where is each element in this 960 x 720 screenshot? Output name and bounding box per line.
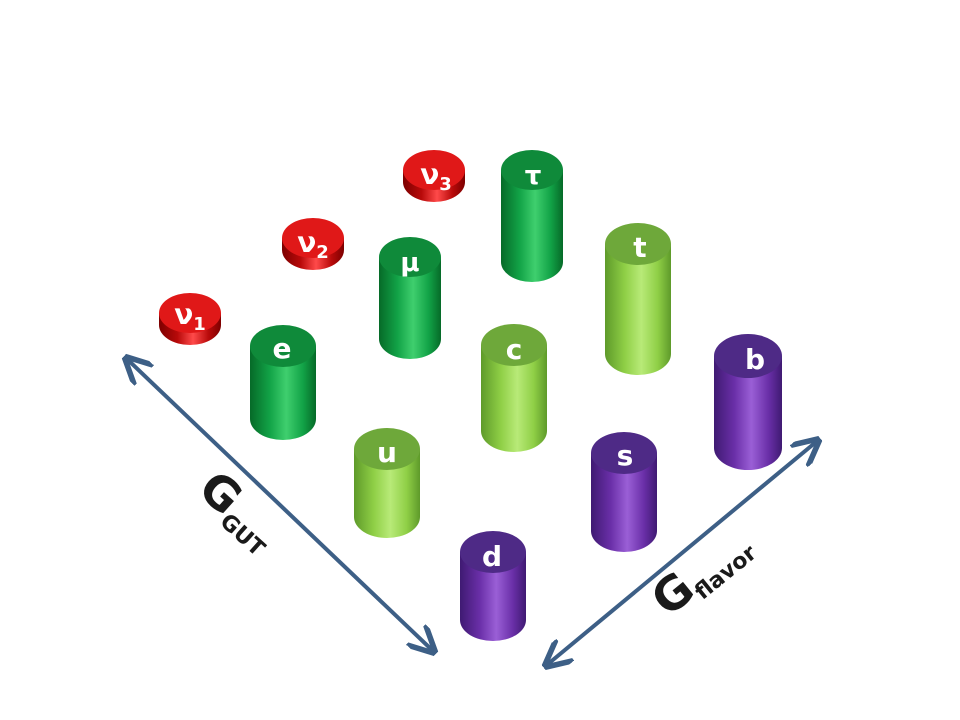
particle-label-d: d <box>482 540 502 573</box>
cylinder-top <box>481 324 547 366</box>
cylinder-side <box>714 356 782 470</box>
particle-label-nu2: ν2 <box>297 226 329 263</box>
cylinder-side <box>250 346 316 440</box>
cylinder-side <box>481 345 547 452</box>
cylinder-top <box>714 334 782 378</box>
particle-label-u: u <box>377 436 397 469</box>
cylinder-b: b <box>714 334 782 470</box>
particle-label-tau: τ <box>525 161 542 191</box>
gut-axis-label: GGUT <box>187 460 291 562</box>
particle-label-b: b <box>745 343 765 376</box>
cylinder-side <box>460 552 526 641</box>
cylinder-tau: τ <box>501 150 563 282</box>
gut-axis-arrow <box>128 360 432 650</box>
cylinder-side <box>605 244 671 375</box>
cylinder-top <box>159 293 221 333</box>
cylinder-top <box>250 325 316 367</box>
cylinder-s: s <box>591 432 657 552</box>
cylinder-top <box>605 223 671 265</box>
cylinder-t: t <box>605 223 671 375</box>
cylinder-u: u <box>354 428 420 538</box>
cylinder-nu2: ν2 <box>282 218 344 270</box>
cylinder-side <box>379 257 441 359</box>
cylinder-top <box>501 150 563 190</box>
cylinder-top <box>591 432 657 474</box>
cylinder-top <box>379 237 441 277</box>
cylinder-side <box>354 449 420 538</box>
cylinder-mu: μ <box>379 237 441 359</box>
cylinder-top <box>460 531 526 573</box>
flavor-axis-arrow <box>548 442 816 664</box>
cylinder-side <box>591 453 657 552</box>
particle-label-nu3: ν3 <box>420 158 452 195</box>
cylinder-top <box>354 428 420 470</box>
cylinder-top <box>282 218 344 258</box>
cylinder-nu3: ν3 <box>403 150 465 202</box>
particle-label-e: e <box>273 332 292 365</box>
particle-label-s: s <box>617 439 634 472</box>
particle-label-t: t <box>633 231 646 264</box>
flavor-axis-label: Gflavor <box>641 516 762 629</box>
particle-label-mu: μ <box>400 248 419 278</box>
particle-label-c: c <box>506 333 523 366</box>
cylinder-top <box>403 150 465 190</box>
cylinder-nu1: ν1 <box>159 293 221 345</box>
cylinder-side <box>501 170 563 282</box>
cylinder-d: d <box>460 531 526 641</box>
cylinder-c: c <box>481 324 547 452</box>
cylinder-e: e <box>250 325 316 440</box>
particle-label-nu1: ν1 <box>174 298 206 335</box>
